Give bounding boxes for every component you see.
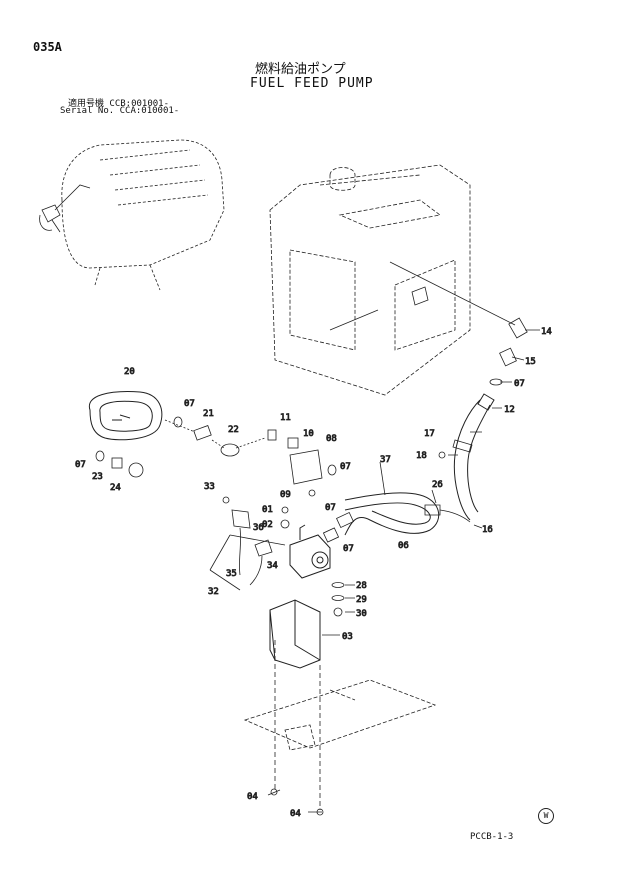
callout-11: 11 [280, 413, 291, 423]
w-mark: W [538, 808, 554, 824]
leader-37 [379, 461, 386, 496]
callout-20: 20 [124, 367, 135, 377]
callout-04-right: 04 [290, 809, 301, 819]
title-japanese: 燃料給油ポンプ [255, 62, 346, 77]
excavator-pump-location [39, 184, 91, 233]
part-17-clip [452, 439, 473, 453]
callout-07-lower-left: 07 [75, 460, 86, 470]
leader-14 [389, 261, 516, 326]
parts-07-23-24-fittings [95, 450, 144, 478]
part-03-support-bracket [269, 599, 321, 669]
part-07-clamp-mid [327, 464, 337, 476]
fuel-feed-pump [289, 524, 331, 579]
footer-code: PCCB-1-3 [470, 832, 514, 842]
leader-32 [209, 534, 286, 591]
leader-left-fittings [164, 419, 266, 449]
callout-21: 21 [203, 409, 214, 419]
callout-23: 23 [92, 472, 103, 482]
callout-26: 26 [432, 480, 443, 490]
callout-09: 09 [280, 490, 291, 500]
callout-12: 12 [504, 405, 515, 415]
callout-leaders [267, 329, 540, 813]
part-33-grommet [222, 496, 230, 504]
tank-fitting [411, 286, 429, 306]
base-plate [243, 679, 437, 751]
fuel-tank [269, 164, 471, 396]
part-26-hose-joint [424, 504, 471, 523]
callout-28: 28 [356, 581, 367, 591]
callout-15: 15 [525, 357, 536, 367]
callout-37: 37 [380, 455, 391, 465]
callout-22: 22 [228, 425, 239, 435]
callout-36: 36 [253, 523, 264, 533]
callout-35: 35 [226, 569, 237, 579]
callout-02: 02 [262, 520, 273, 530]
callout-32: 32 [208, 587, 219, 597]
callout-03: 03 [342, 632, 353, 642]
title-english: FUEL FEED PUMP [250, 76, 374, 91]
leader-bolts [274, 640, 321, 810]
callout-07-mid: 07 [340, 462, 351, 472]
part-10-adapter [287, 437, 299, 449]
callout-07-left: 07 [184, 399, 195, 409]
parts-01-02 [280, 506, 290, 529]
callout-07-right: 07 [325, 503, 336, 513]
callout-07-bottom: 07 [343, 544, 354, 554]
part-14-elbow [508, 317, 528, 339]
part-20-return-hose [88, 391, 163, 441]
callout-08: 08 [326, 434, 337, 444]
callout-33: 33 [204, 482, 215, 492]
parts-28-29-30 [331, 582, 345, 617]
callout-01: 01 [262, 505, 273, 515]
part-09-bolt [308, 489, 316, 497]
relay-harness [231, 509, 273, 586]
excavator-overview-sketch [61, 139, 225, 291]
callout-17: 17 [424, 429, 435, 439]
page-code: 035A [33, 40, 62, 54]
callout-30: 30 [356, 609, 367, 619]
callout-14: 14 [541, 327, 552, 337]
callout-07-upper: 07 [514, 379, 525, 389]
callout-10: 10 [303, 429, 314, 439]
parts-07-21-22-fittings [173, 416, 240, 457]
serial-applicable: 適用号機 CCB:001001- [68, 99, 170, 109]
part-12-suction-hose [453, 393, 495, 521]
serial-number: Serial No. CCA:010001- [60, 106, 180, 116]
part-18-bolt [438, 451, 446, 459]
callout-04-left: 04 [247, 792, 258, 802]
callout-29: 29 [356, 595, 367, 605]
part-15-connector [499, 347, 517, 367]
callout-24: 24 [110, 483, 121, 493]
part-06-feed-hose [344, 492, 440, 536]
callout-34: 34 [267, 561, 278, 571]
leader-tank [329, 309, 379, 331]
part-08-bracket [289, 449, 323, 485]
parts-07-fitting-lower [322, 511, 354, 543]
callout-06: 06 [398, 541, 409, 551]
part-11-nipple [267, 429, 277, 441]
callout-16: 16 [482, 525, 493, 535]
callout-18: 18 [416, 451, 427, 461]
